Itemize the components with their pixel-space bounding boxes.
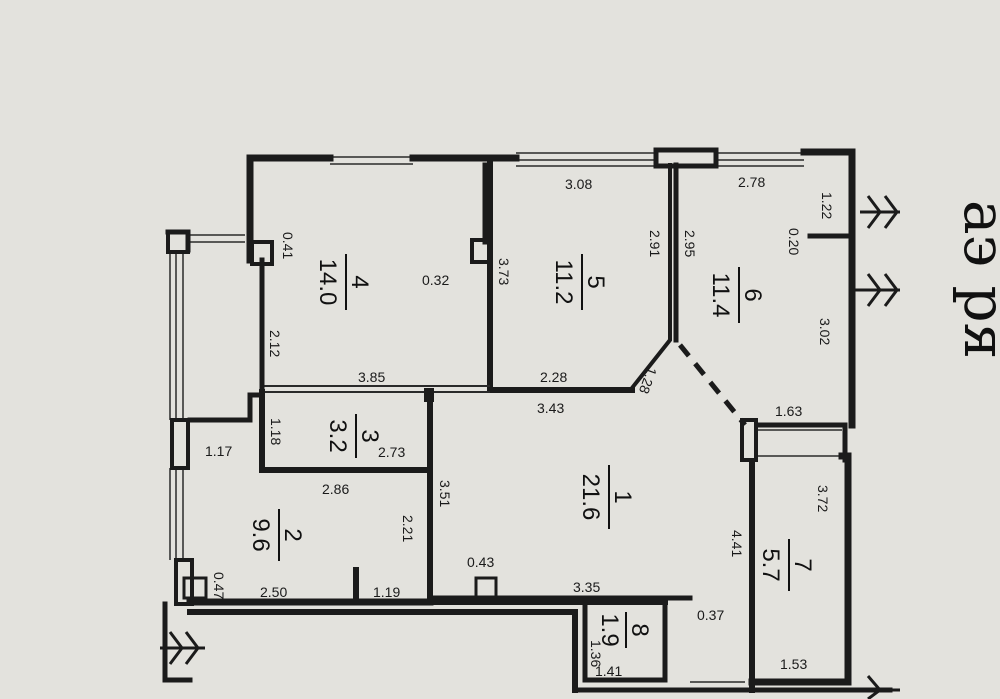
dim-label: 1.17 <box>205 443 232 459</box>
room-3-number: 3 <box>356 429 383 442</box>
dim-label: 3.43 <box>537 400 564 416</box>
dim-label: 2.86 <box>322 481 349 497</box>
dim-label: 0.47 <box>211 572 227 599</box>
window-top-room4 <box>330 156 413 165</box>
room-6-number: 6 <box>739 288 766 301</box>
window-top-room6 <box>716 152 804 167</box>
room-6-area: 11.4 <box>707 273 734 318</box>
dim-label: 0.20 <box>786 228 802 255</box>
dim-label: 2.95 <box>682 230 698 257</box>
side-text: аэ ря <box>951 200 1000 359</box>
dim-label: 1.63 <box>775 403 802 419</box>
room-7-number: 7 <box>789 558 816 571</box>
balcony-column-bottom <box>174 558 194 606</box>
door-swing-dashed <box>678 343 747 427</box>
window-kitchen-right <box>758 429 842 457</box>
arrow-bottom-left <box>160 631 205 665</box>
column-room4 <box>250 240 274 266</box>
dim-label: 2.12 <box>267 330 283 357</box>
dim-label: 3.51 <box>437 480 453 507</box>
room-5-number: 5 <box>582 275 609 288</box>
dim-label: 1.41 <box>595 663 622 679</box>
room-2-area: 9.6 <box>247 518 274 551</box>
dim-label: 3.73 <box>496 258 512 285</box>
radiator-corridor <box>474 576 498 600</box>
room-4-area: 14.0 <box>314 259 341 306</box>
dim-label: 3.35 <box>573 579 600 595</box>
room-3-area: 3.2 <box>324 419 351 452</box>
dimension-labels: 3.08 2.78 3.85 2.28 3.43 1.63 1.17 2.73 … <box>205 174 835 679</box>
dim-label: 3.72 <box>815 485 831 512</box>
dim-label: 0.32 <box>422 272 449 288</box>
balcony-column-top <box>166 230 190 254</box>
arrow-mid-right <box>855 273 900 307</box>
column-room4-right <box>470 238 492 264</box>
column-top <box>653 147 719 169</box>
arrow-top-right <box>860 195 900 229</box>
room-5-area: 11.2 <box>550 260 577 305</box>
arrow-bottom-right <box>860 675 900 699</box>
walls <box>162 147 893 693</box>
room-7-area: 5.7 <box>757 548 784 581</box>
dim-label: 2.73 <box>378 444 405 460</box>
radiator-room2 <box>182 576 208 600</box>
dim-label: 1.36 <box>588 640 604 667</box>
dim-label: 2.91 <box>647 230 663 257</box>
dim-label: 1.22 <box>819 192 835 219</box>
room-2-number: 2 <box>279 528 306 541</box>
balcony-window-left <box>169 250 184 560</box>
room-1-number: 1 <box>609 490 636 503</box>
dim-label: 4.41 <box>729 530 745 557</box>
dim-label: 0.43 <box>467 554 494 570</box>
room-labels: 4 14.0 5 11.2 6 11.4 3 3.2 1 21.6 <box>247 254 816 648</box>
dim-label: 3.85 <box>358 369 385 385</box>
balcony-column-mid <box>170 418 190 470</box>
room-8-area: 1.9 <box>596 613 623 646</box>
windows <box>169 152 842 691</box>
dim-label: 2.21 <box>400 515 416 542</box>
dim-label: 2.78 <box>738 174 765 190</box>
entry-arrows <box>160 195 900 699</box>
window-top-room5 <box>516 152 658 167</box>
room-1-area: 21.6 <box>577 474 604 521</box>
balcony-window-top <box>188 234 245 243</box>
dim-label: 0.37 <box>697 607 724 623</box>
dim-label: 2.50 <box>260 584 287 600</box>
dim-label: 3.08 <box>565 176 592 192</box>
dim-label: 2.28 <box>540 369 567 385</box>
dim-label: 0.41 <box>280 232 296 259</box>
room-4-number: 4 <box>346 275 373 288</box>
dim-label: 1.18 <box>268 418 284 445</box>
room-8-number: 8 <box>626 623 653 636</box>
dim-label: 1.53 <box>780 656 807 672</box>
dim-label: 1.19 <box>373 584 400 600</box>
dim-label: 3.02 <box>817 318 833 345</box>
